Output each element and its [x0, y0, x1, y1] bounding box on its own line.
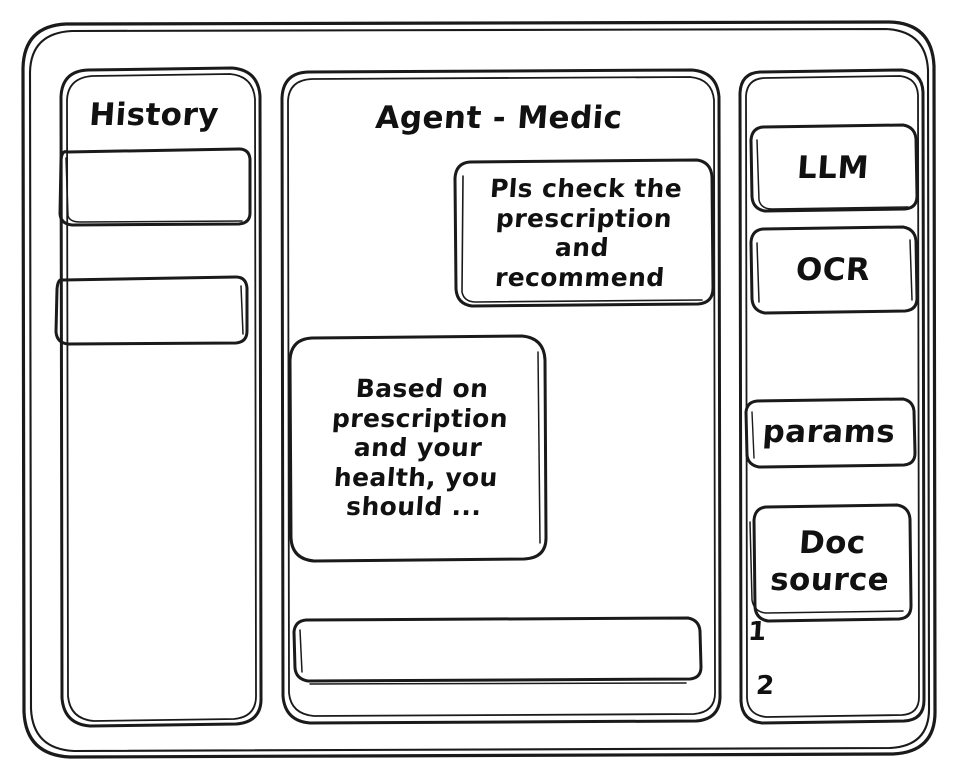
sidebar-item-history-2[interactable]: [49, 268, 246, 340]
doc-source-list-item-1[interactable]: 1: [746, 616, 768, 647]
user-message-line-1: Pls check the: [489, 174, 684, 203]
assistant-message-bubble: Based on prescription and your health, y…: [282, 336, 554, 560]
user-message-bubble: Pls check the prescription and recommend: [450, 160, 716, 306]
doc-source-line-2: source: [769, 562, 891, 598]
agent-panel-title: Agent - Medic: [374, 99, 624, 136]
assistant-message-line-5: should ...: [345, 492, 483, 522]
user-message-line-2: prescription: [495, 203, 674, 233]
llm-button[interactable]: LLM: [795, 149, 871, 186]
doc-source-list-item-2[interactable]: 2: [754, 670, 776, 701]
message-input[interactable]: [290, 619, 702, 679]
assistant-message-line-3: and your: [352, 433, 484, 463]
params-button[interactable]: params: [761, 413, 897, 450]
history-panel-title: History: [88, 96, 220, 133]
assistant-message-line-4: health, you: [333, 462, 499, 492]
ocr-button[interactable]: OCR: [794, 251, 872, 288]
user-message-line-3: and recommend: [494, 233, 666, 292]
doc-source-line-1: Doc: [797, 525, 867, 562]
assistant-message-line-1: Based on: [354, 374, 490, 404]
assistant-message-line-2: prescription: [331, 403, 510, 433]
sidebar-item-history-1[interactable]: [55, 150, 252, 222]
doc-source-button[interactable]: Doc source: [748, 506, 914, 618]
